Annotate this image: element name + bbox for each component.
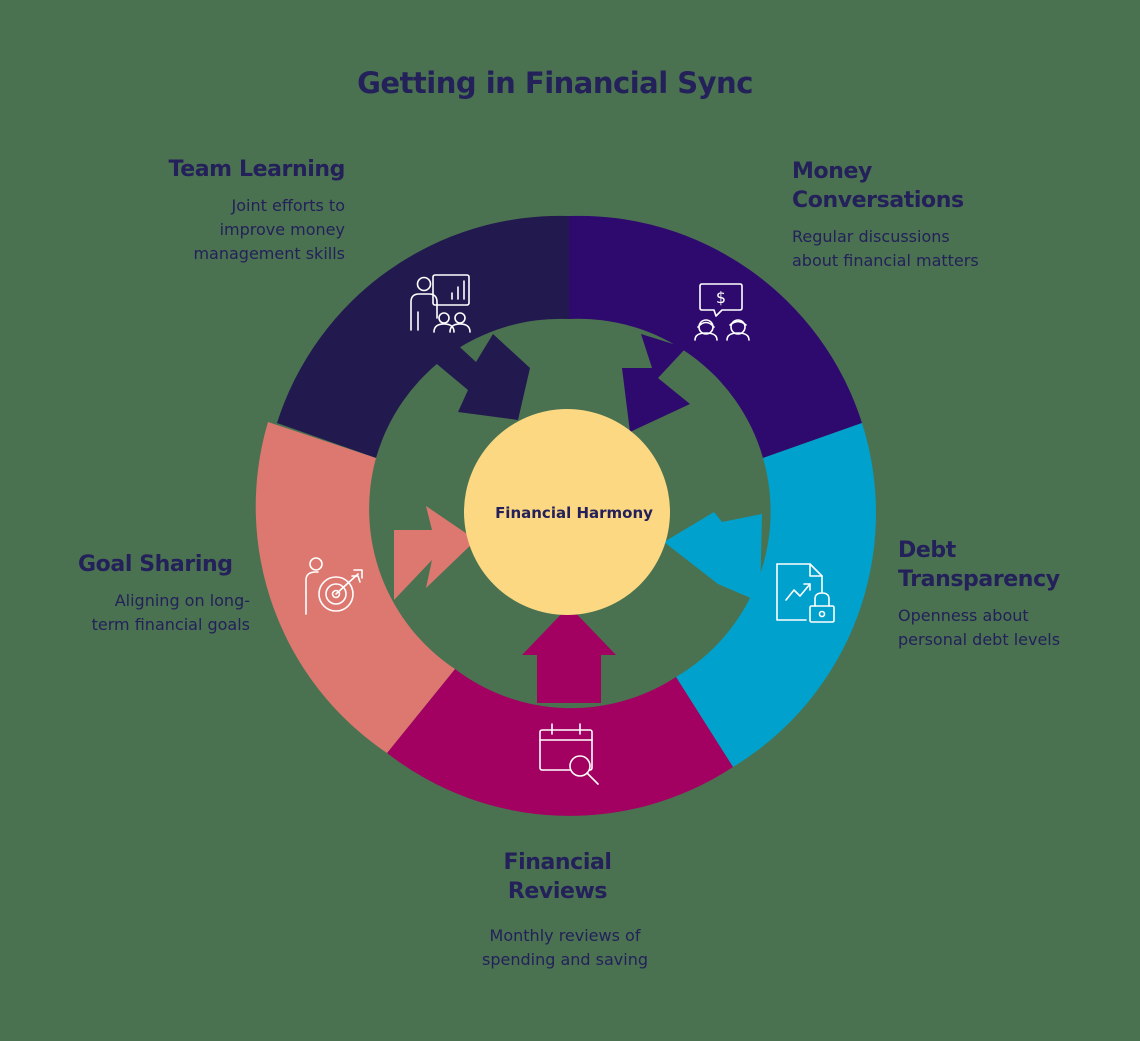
goal-sharing-title: Goal Sharing bbox=[78, 552, 233, 577]
debt-transparency-label: Debt Transparency Openness about persona… bbox=[898, 536, 1128, 652]
center-circle bbox=[464, 409, 670, 615]
page-title: Getting in Financial Sync bbox=[357, 66, 753, 100]
financial-reviews-title: Financial Reviews bbox=[503, 850, 612, 904]
target-icon bbox=[305, 557, 363, 615]
arrow-goal-sharing bbox=[394, 506, 476, 600]
team-learning-title: Team Learning bbox=[168, 157, 346, 182]
arrow-financial-reviews bbox=[522, 606, 616, 703]
goal-sharing-description: Aligning on long- term financial goals bbox=[91, 591, 250, 634]
goal-sharing-label: Goal Sharing Aligning on long- term fina… bbox=[40, 550, 250, 637]
arrow-money-conversations bbox=[622, 334, 690, 432]
segment-financial-reviews bbox=[387, 669, 733, 816]
debt-transparency-title: Debt Transparency bbox=[898, 538, 1060, 592]
segment-goal-sharing bbox=[255, 422, 455, 753]
segment-debt-transparency bbox=[676, 423, 876, 767]
presentation-icon bbox=[410, 274, 471, 333]
svg-text:$: $ bbox=[716, 288, 726, 307]
segment-team-learning bbox=[277, 215, 569, 458]
team-learning-label: Team Learning Joint efforts to improve m… bbox=[60, 155, 346, 266]
financial-reviews-description: Monthly reviews of spending and saving bbox=[482, 926, 648, 969]
conversation-icon: $ bbox=[694, 283, 750, 341]
financial-reviews-label: Financial Reviews Monthly reviews of spe… bbox=[420, 848, 710, 972]
money-conversations-label: Money Conversations Regular discussions … bbox=[792, 157, 1092, 273]
center-label: Financial Harmony bbox=[495, 504, 653, 522]
locked-document-icon bbox=[776, 563, 835, 623]
arrow-debt-transparency bbox=[664, 512, 762, 602]
team-learning-description: Joint efforts to improve money managemen… bbox=[193, 196, 345, 263]
money-conversations-description: Regular discussions about financial matt… bbox=[792, 227, 979, 270]
calendar-search-icon bbox=[539, 723, 599, 785]
debt-transparency-description: Openness about personal debt levels bbox=[898, 606, 1061, 649]
arrow-team-learning bbox=[432, 334, 530, 420]
money-conversations-title: Money Conversations bbox=[792, 159, 964, 213]
